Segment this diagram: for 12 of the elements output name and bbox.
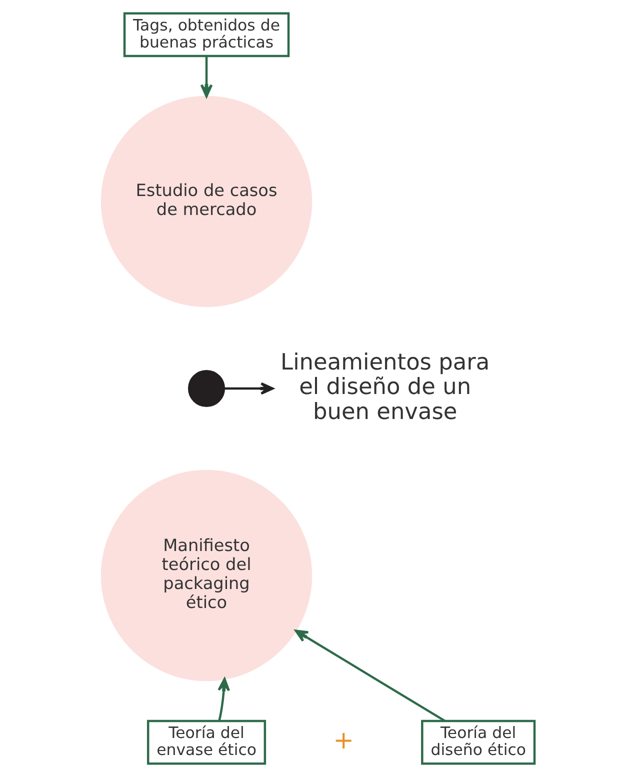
node-circle (188, 370, 226, 408)
node-box: Tags, obtenidos de buenas prácticas (123, 12, 290, 58)
arrow (294, 630, 446, 722)
node-box: Teoría del envase ético (146, 720, 266, 765)
node-box: Teoría del diseño ético (421, 720, 536, 765)
arrow (224, 382, 274, 395)
node-circle: Estudio de casos de mercado (100, 96, 312, 308)
node-circle: Manifiesto teórico del packaging ético (100, 470, 312, 682)
arrow (218, 678, 230, 721)
label: + (333, 726, 354, 755)
node-text: Lineamientos para el diseño de un buen envase (280, 349, 490, 425)
arrow (200, 56, 213, 98)
